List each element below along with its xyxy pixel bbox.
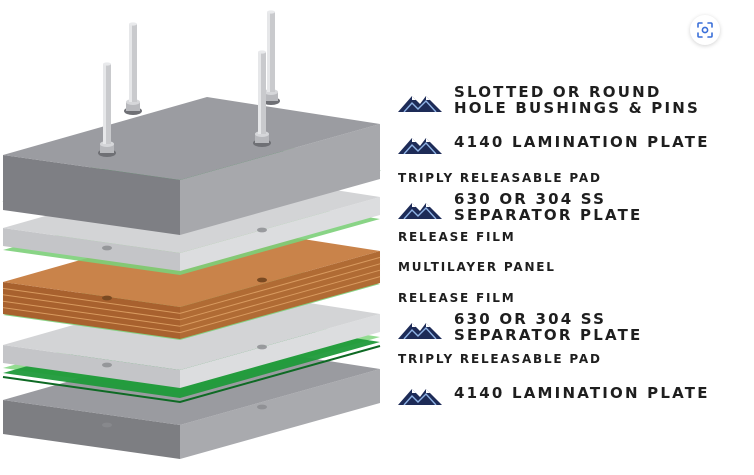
- triply-pad-bottom-edge: [2, 345, 381, 404]
- label-line: Slotted or round: [454, 83, 662, 101]
- mountain-logo-icon: [398, 138, 442, 154]
- separator-bottom-hole-0: [102, 362, 112, 368]
- label-pad-top: Triply releasable pad: [398, 171, 718, 185]
- pin-back-right-bushing: [264, 92, 278, 101]
- label-line: Triply releasable pad: [398, 352, 602, 366]
- label-line: Multilayer panel: [398, 260, 556, 274]
- multilayer-panel-ply-4: [2, 276, 381, 334]
- pin-back-left-shaft-highlight: [129, 24, 132, 102]
- label-line: separator plate: [454, 206, 643, 224]
- label-text: Multilayer panel: [398, 260, 556, 274]
- label-line: Release film: [398, 291, 516, 305]
- label-text: 4140 lamination plate: [454, 134, 710, 150]
- pin-back-right-shaft-highlight: [267, 12, 270, 92]
- pin-front-left-shaft-highlight: [103, 64, 106, 144]
- label-text: 630 or 304 SSseparator plate: [454, 191, 643, 223]
- lamination-bottom-hole-0: [102, 422, 112, 428]
- multilayer-panel-hole-0: [102, 295, 112, 301]
- pin-back-left-shaft-top: [129, 22, 137, 26]
- lamination-plate-top-side: [180, 124, 380, 235]
- pin-front-left-shaft: [103, 64, 111, 144]
- separator-plate-top-front: [3, 228, 180, 271]
- lamination-plate-bottom-side: [180, 369, 380, 459]
- label-film-bottom: Release film: [398, 291, 718, 305]
- label-pad-bottom: Triply releasable pad: [398, 352, 718, 366]
- label-line: separator plate: [454, 326, 643, 344]
- pin-front-right-shaft-highlight: [258, 52, 261, 134]
- pin-front-right-bushing: [255, 134, 269, 143]
- label-text: Triply releasable pad: [398, 352, 602, 366]
- label-bushings: Slotted or roundhole bushings & pins: [398, 84, 718, 116]
- label-lamination-top: 4140 lamination plate: [398, 134, 718, 154]
- visual-search-button[interactable]: [690, 15, 720, 45]
- label-text: 630 or 304 SSseparator plate: [454, 311, 643, 343]
- visual-search-icon: [697, 22, 713, 38]
- multilayer-panel-side: [180, 251, 380, 339]
- label-line: Triply releasable pad: [398, 171, 602, 185]
- label-line: hole bushings & pins: [454, 99, 701, 117]
- pin-front-right-shaft-top: [258, 50, 266, 54]
- separator-plate-top-side: [180, 197, 380, 271]
- pin-front-left-bushing: [100, 144, 114, 153]
- pin-back-right-shaft: [267, 12, 275, 92]
- label-panel: Multilayer panel: [398, 260, 718, 274]
- multilayer-panel-front: [3, 282, 180, 339]
- lamination-bottom-hole-1: [257, 404, 267, 410]
- label-line: 630 or 304 SS: [454, 190, 607, 208]
- label-separator-top: 630 or 304 SSseparator plate: [398, 191, 718, 223]
- separator-plate-bottom-front: [3, 345, 180, 388]
- label-line: 4140 lamination plate: [454, 133, 710, 151]
- separator-plate-bottom-side: [180, 314, 380, 388]
- label-text: Slotted or roundhole bushings & pins: [454, 84, 700, 116]
- mountain-logo-icon: [398, 203, 442, 219]
- separator-top-hole-0: [102, 245, 112, 251]
- multilayer-panel-ply-3: [2, 269, 381, 327]
- pin-back-right-shaft-top: [267, 10, 275, 14]
- separator-bottom-hole-1: [257, 344, 267, 350]
- multilayer-panel-hole-1: [257, 277, 267, 283]
- lamination-plate-bottom-front: [3, 400, 180, 459]
- pin-back-left-bushing: [126, 102, 140, 111]
- label-film-top: Release film: [398, 230, 718, 244]
- label-separator-bottom: 630 or 304 SSseparator plate: [398, 311, 718, 343]
- pin-front-left-shaft-top: [103, 62, 111, 66]
- mountain-logo-icon: [398, 323, 442, 339]
- lamination-plate-top-front: [3, 155, 180, 235]
- label-line: 4140 lamination plate: [454, 384, 710, 402]
- pin-front-right-shaft: [258, 52, 266, 134]
- pin-back-left-shaft: [129, 24, 137, 102]
- label-line: Release film: [398, 230, 516, 244]
- lamination-plate-top-top: [3, 97, 380, 180]
- label-lamination-bottom: 4140 lamination plate: [398, 385, 718, 405]
- label-line: 630 or 304 SS: [454, 310, 607, 328]
- separator-top-hole-1: [257, 227, 267, 233]
- label-text: Triply releasable pad: [398, 171, 602, 185]
- multilayer-panel-ply-1: [2, 256, 381, 314]
- label-text: 4140 lamination plate: [454, 385, 710, 401]
- mountain-logo-icon: [398, 96, 442, 112]
- mountain-logo-icon: [398, 389, 442, 405]
- multilayer-panel-ply-2: [2, 263, 381, 321]
- label-text: Release film: [398, 291, 515, 305]
- label-text: Release film: [398, 230, 515, 244]
